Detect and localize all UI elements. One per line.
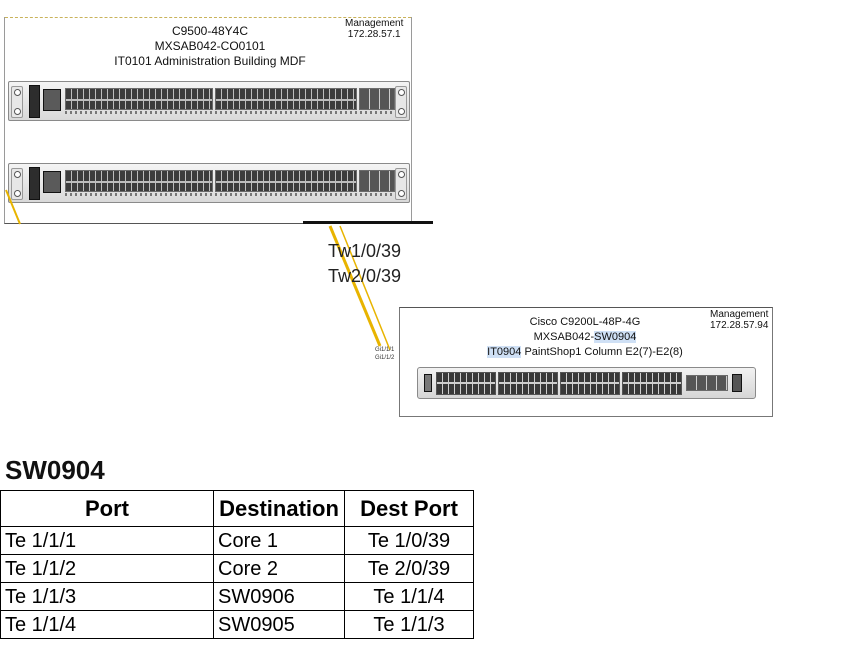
core-chassis-2: [8, 163, 410, 203]
access-port-label-2: Gi1/1/2: [375, 355, 395, 361]
access-location-rest: PaintShop1 Column E2(7)-E2(8): [521, 346, 683, 358]
cell-destination: SW0905: [213, 610, 345, 639]
core-switch-box: C9500-48Y4C MXSAB042-CO0101 IT0101 Admin…: [4, 17, 412, 224]
column-header-dest-port: Dest Port: [344, 490, 474, 527]
table-row: Te 1/1/4 SW0905 Te 1/1/3: [0, 610, 474, 639]
column-header-port: Port: [0, 490, 214, 527]
access-hostname-prefix: MXSAB042-: [533, 331, 595, 343]
access-management-ip: 172.28.57.94: [710, 320, 769, 331]
core-chassis-1: [8, 81, 410, 121]
access-switch-box: Cisco C9200L-48P-4G MXSAB042-SW0904 IT09…: [399, 307, 773, 417]
access-hostname: MXSAB042-SW0904: [460, 330, 710, 345]
access-chassis: [417, 367, 756, 399]
cell-destination: Core 2: [213, 554, 345, 583]
section-heading: SW0904: [5, 455, 105, 485]
cell-port: Te 1/1/3: [0, 582, 214, 611]
core-management-label: Management: [345, 18, 404, 29]
cell-port: Te 1/1/4: [0, 610, 214, 639]
column-header-destination: Destination: [213, 490, 345, 527]
cell-dest-port: Te 1/0/39: [344, 526, 474, 555]
access-location: IT0904 PaintShop1 Column E2(7)-E2(8): [460, 345, 710, 360]
core-hostname: MXSAB042-CO0101: [154, 39, 266, 53]
cell-dest-port: Te 2/0/39: [344, 554, 474, 583]
core-management-ip: 172.28.57.1: [347, 29, 401, 40]
uplink-label-2: Tw2/0/39: [328, 266, 402, 286]
table-header-row: Port Destination Dest Port: [0, 490, 474, 527]
cell-dest-port: Te 1/1/4: [344, 582, 474, 611]
core-location: IT0101 Administration Building MDF: [114, 54, 306, 68]
uplink-label-1: Tw1/0/39: [328, 241, 402, 261]
table-row: Te 1/1/2 Core 2 Te 2/0/39: [0, 554, 474, 583]
access-location-highlight: IT0904: [487, 346, 522, 358]
cell-port: Te 1/1/1: [0, 526, 214, 555]
cell-destination: Core 1: [213, 526, 345, 555]
core-model: C9500-48Y4C: [171, 24, 249, 38]
access-switch-label: Cisco C9200L-48P-4G MXSAB042-SW0904 IT09…: [460, 315, 710, 360]
table-row: Te 1/1/1 Core 1 Te 1/0/39: [0, 526, 474, 555]
access-model: Cisco C9200L-48P-4G: [529, 316, 641, 328]
cell-port: Te 1/1/2: [0, 554, 214, 583]
core-connector-bar: [303, 221, 433, 224]
table-row: Te 1/1/3 SW0906 Te 1/1/4: [0, 582, 474, 611]
access-port-label-1: Gi1/1/1: [375, 347, 395, 353]
core-switch-label: C9500-48Y4C MXSAB042-CO0101 IT0101 Admin…: [85, 24, 335, 69]
cell-destination: SW0906: [213, 582, 345, 611]
cell-dest-port: Te 1/1/3: [344, 610, 474, 639]
access-management: Management 172.28.57.94: [710, 309, 768, 331]
port-table: Port Destination Dest Port Te 1/1/1 Core…: [0, 490, 474, 639]
access-management-label: Management: [710, 309, 769, 320]
core-management: Management 172.28.57.1: [345, 18, 403, 40]
access-port-labels: Gi1/1/1 Gi1/1/2: [375, 346, 394, 362]
access-hostname-highlight: SW0904: [594, 331, 637, 343]
